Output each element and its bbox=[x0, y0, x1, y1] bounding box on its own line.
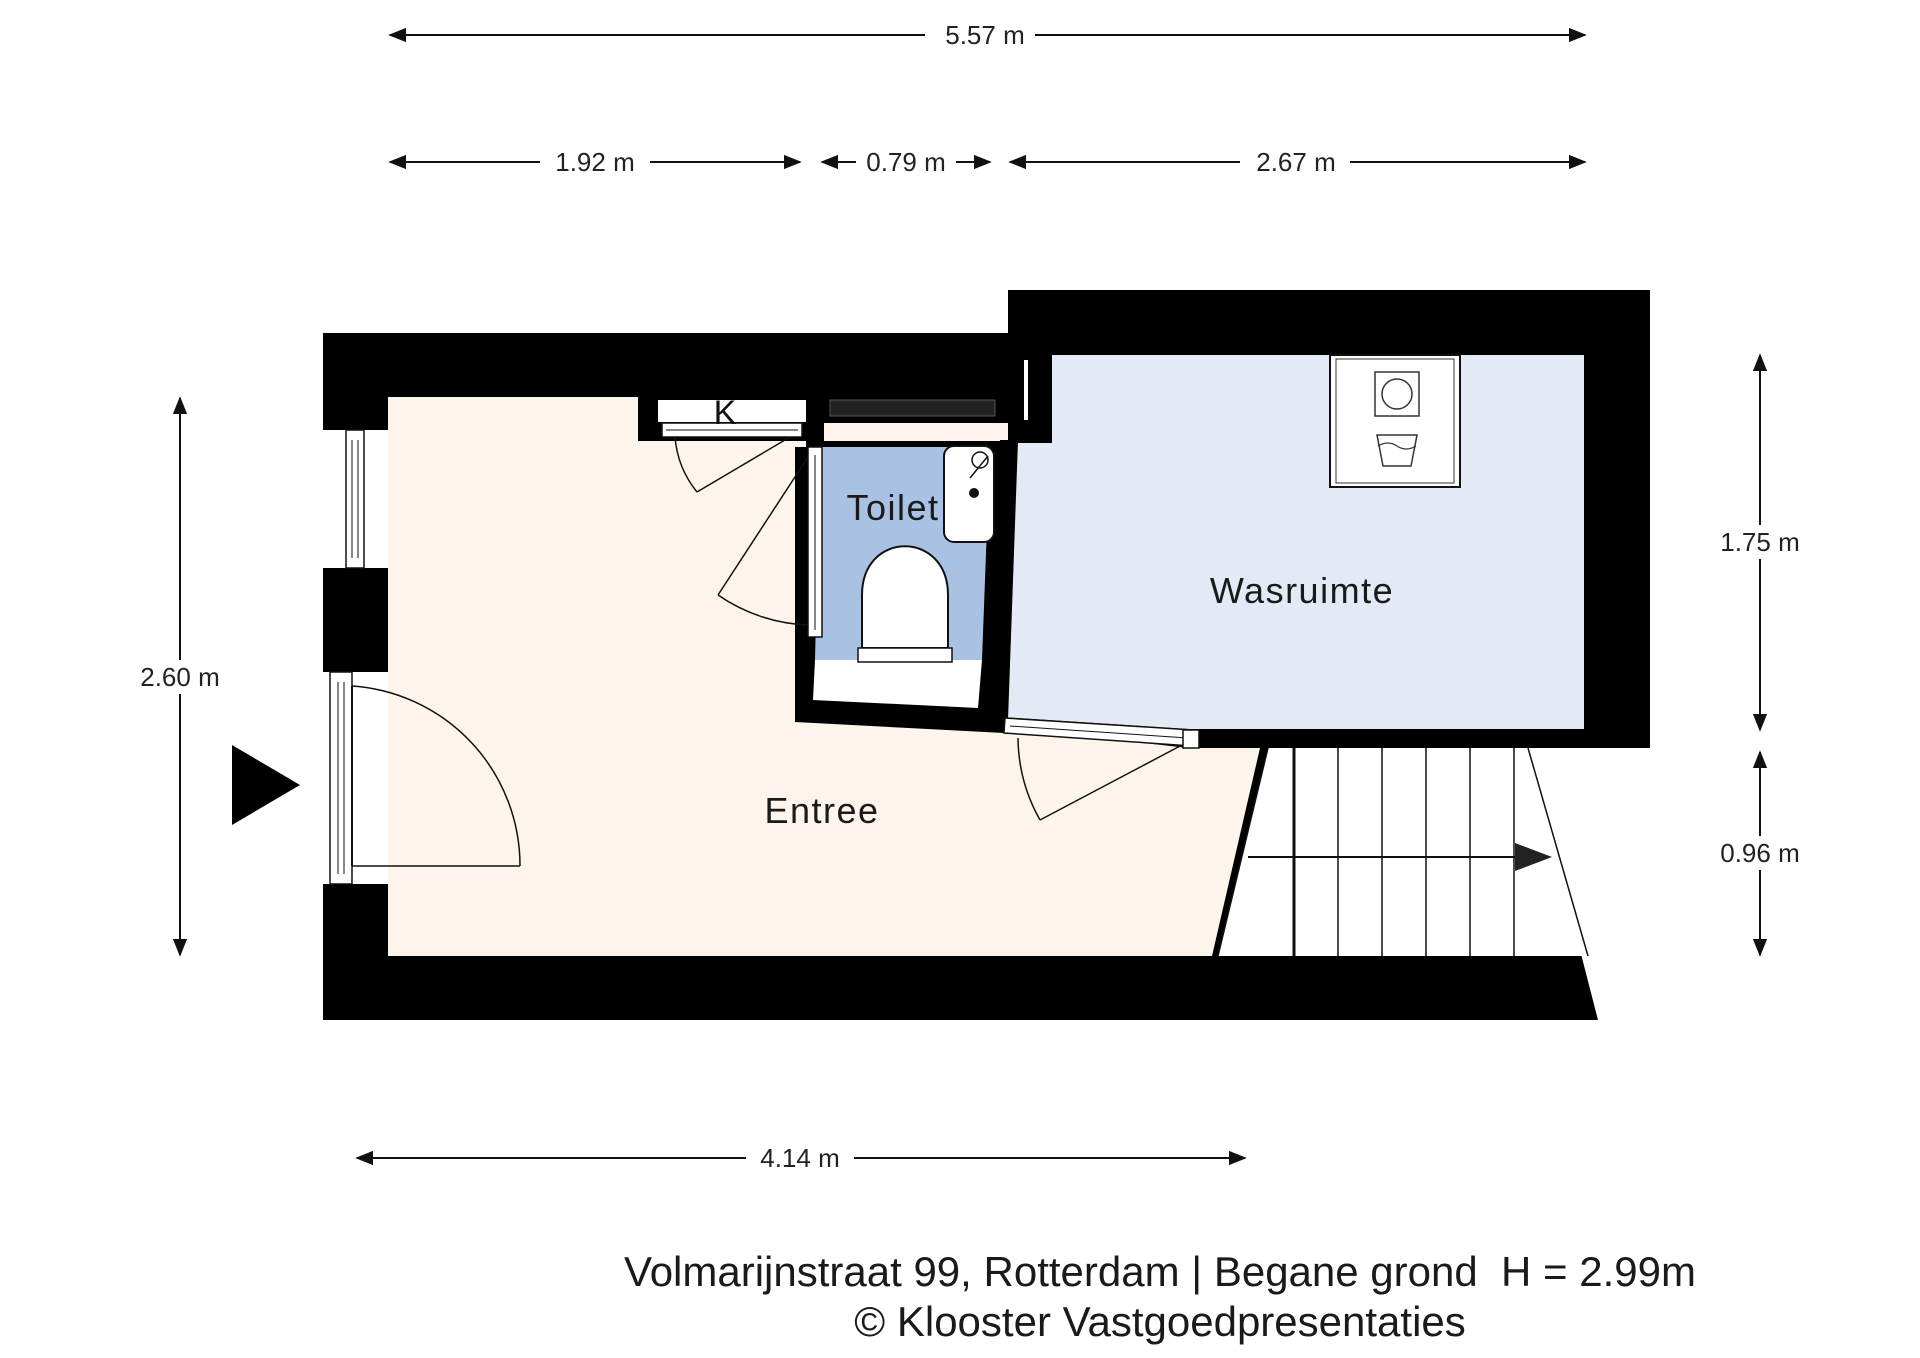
wasruimte-door bbox=[1003, 717, 1200, 821]
caption-address: Volmarijnstraat 99, Rotterdam | Begane g… bbox=[624, 1248, 1696, 1295]
dimension-right-upper: 1.75 m bbox=[1708, 353, 1812, 732]
stairs-icon bbox=[1217, 747, 1589, 957]
front-door-swing bbox=[351, 685, 521, 867]
interior-wall bbox=[1018, 355, 1052, 443]
front-door-opening bbox=[323, 671, 388, 885]
entree-floor bbox=[388, 397, 1260, 956]
interior-wall bbox=[638, 397, 658, 441]
dimension-label: 0.96 m bbox=[1720, 838, 1800, 868]
room-label-entree: Entree bbox=[764, 790, 879, 831]
room-label-wasruimte: Wasruimte bbox=[1210, 570, 1394, 611]
interior-wall bbox=[806, 397, 824, 447]
interior-wall bbox=[795, 705, 1005, 733]
toilet-door bbox=[717, 446, 823, 638]
dimension-segment-1: 1.92 m bbox=[388, 145, 802, 179]
dimension-total-width: 5.57 m bbox=[388, 18, 1587, 52]
room-label-toilet: Toilet bbox=[846, 487, 939, 528]
dimension-bottom-width: 4.14 m bbox=[355, 1141, 1247, 1175]
dimension-segment-2: 0.79 m bbox=[820, 145, 992, 179]
toilet-bowl-icon bbox=[857, 545, 953, 663]
dimension-label: 5.57 m bbox=[945, 20, 1025, 50]
dimension-label: 1.75 m bbox=[1720, 527, 1800, 557]
shelf bbox=[829, 399, 996, 417]
interior-wall bbox=[990, 440, 1018, 720]
window-upper bbox=[323, 429, 388, 569]
kast-label: K bbox=[714, 394, 737, 432]
washing-machine-icon bbox=[1329, 354, 1461, 488]
kast-interior bbox=[658, 400, 806, 422]
dimension-label: 2.67 m bbox=[1256, 147, 1336, 177]
dimension-label: 2.60 m bbox=[140, 662, 220, 692]
dimension-left-height: 2.60 m bbox=[128, 396, 232, 957]
entrance-arrow-icon bbox=[232, 745, 300, 825]
sink-icon bbox=[943, 445, 995, 543]
dimension-segment-3: 2.67 m bbox=[1008, 145, 1587, 179]
dimension-label: 4.14 m bbox=[760, 1143, 840, 1173]
frame-line bbox=[1024, 360, 1028, 420]
toilet-floor-lower bbox=[813, 660, 982, 708]
kast-door bbox=[661, 422, 803, 493]
wasruimte-floor bbox=[1002, 355, 1584, 729]
stairs-area bbox=[1218, 748, 1588, 956]
dimension-right-lower: 0.96 m bbox=[1708, 750, 1812, 957]
caption-copyright: © Klooster Vastgoedpresentaties bbox=[854, 1298, 1466, 1345]
dimension-label: 0.79 m bbox=[866, 147, 946, 177]
dimension-label: 1.92 m bbox=[555, 147, 635, 177]
